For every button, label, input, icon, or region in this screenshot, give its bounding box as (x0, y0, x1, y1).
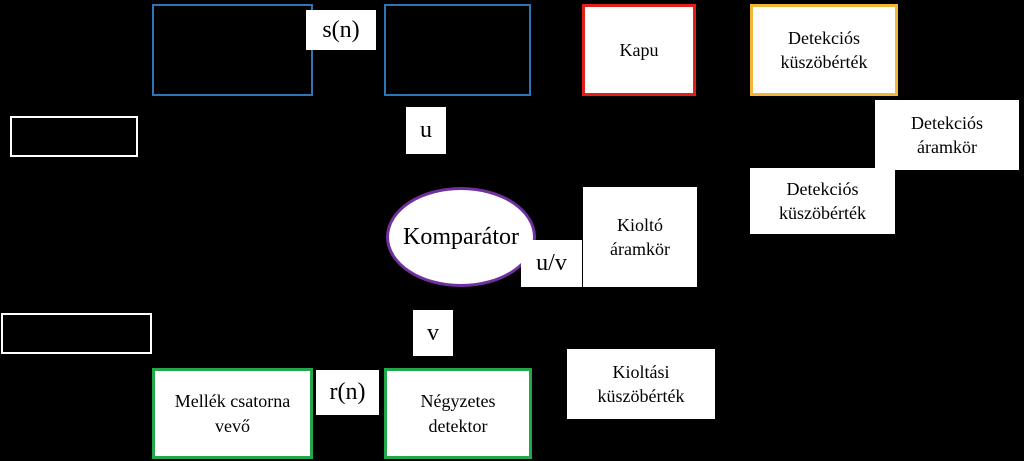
signal-u-label: u (406, 107, 446, 154)
empty-block-lower-left (1, 313, 152, 354)
signal-v-label: v (413, 310, 453, 356)
empty-block-upper-left (10, 116, 138, 157)
kapu-label: Kapu (619, 39, 659, 60)
signal-r-n-label: r(n) (316, 370, 379, 415)
detection-threshold-mid-label: Detekciós küszöbérték (779, 178, 866, 223)
detection-threshold-top-label: Detekciós küszöbérték (780, 27, 868, 72)
comparator-ellipse: Komparátor (386, 187, 536, 287)
detection-circuit-label: Detekciós áramkör (911, 112, 983, 157)
detection-circuit-block: Detekciós áramkör (875, 100, 1019, 170)
blue-block-right (384, 4, 531, 96)
detection-threshold-mid-block: Detekciós küszöbérték (750, 168, 895, 234)
square-law-detector-label: Négyzetes detektor (420, 391, 496, 436)
comparator-label: Komparátor (403, 223, 519, 250)
blue-block-left (152, 4, 313, 96)
kapu-block: Kapu (582, 4, 696, 96)
quench-threshold-block: Kioltási küszöbérték (567, 349, 715, 419)
signal-u-per-v-label: u/v (521, 240, 582, 287)
side-channel-receiver-block: Mellék csatorna vevő (152, 368, 313, 459)
quench-circuit-block: Kioltó áramkör (583, 187, 697, 287)
detection-threshold-top-block: Detekciós küszöbérték (750, 4, 898, 96)
quench-circuit-label: Kioltó áramkör (610, 214, 670, 259)
quench-threshold-label: Kioltási küszöbérték (597, 361, 685, 406)
signal-s-n-label: s(n) (306, 10, 376, 50)
square-law-detector-block: Négyzetes detektor (384, 368, 532, 459)
side-channel-receiver-label: Mellék csatorna vevő (174, 391, 291, 436)
